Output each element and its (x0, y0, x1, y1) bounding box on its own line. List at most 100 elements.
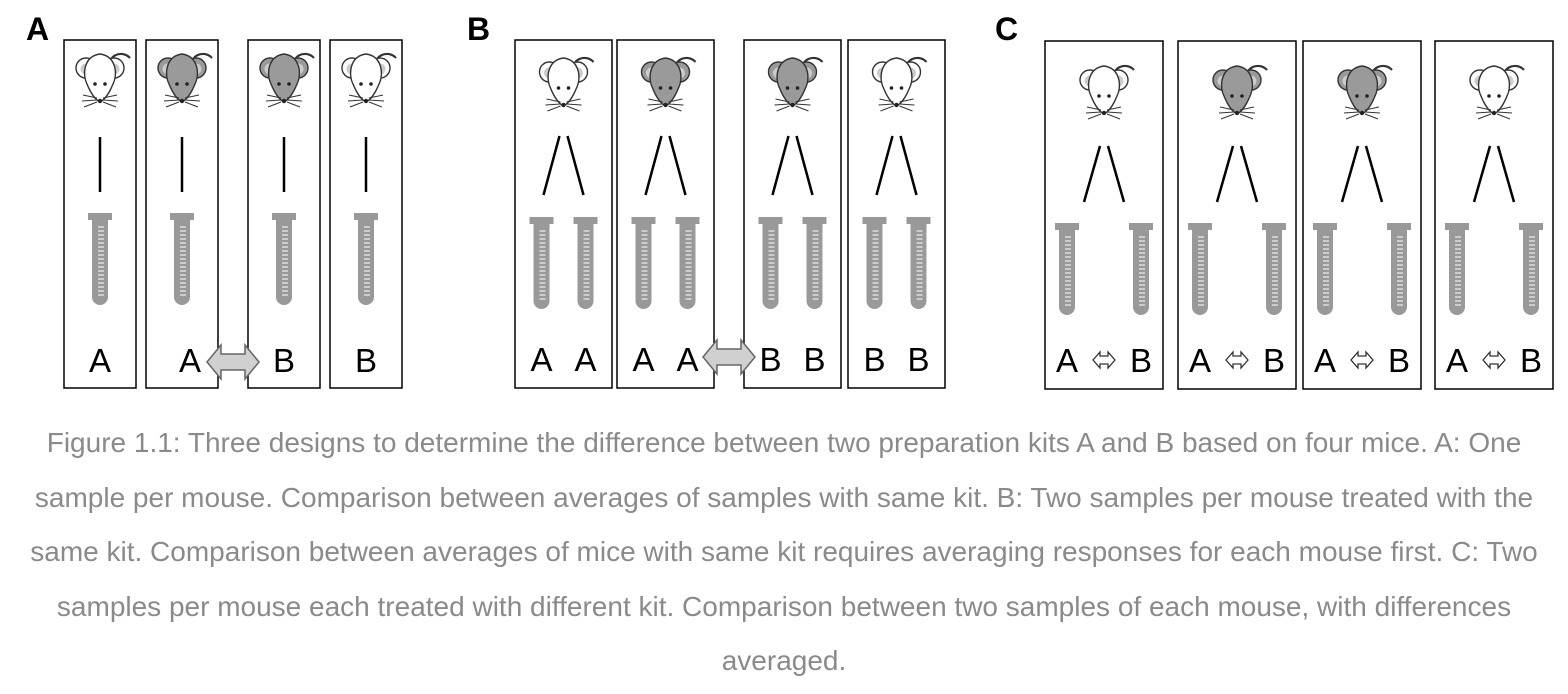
kit-label: A (1056, 342, 1078, 379)
sample-line (1496, 145, 1516, 203)
test-tube-icon (801, 216, 828, 310)
kit-label: A (632, 341, 654, 378)
lane-frame (847, 39, 946, 389)
figure-caption: Figure 1.1: Three designs to determine t… (30, 427, 1538, 676)
mouse-lane: B (247, 39, 321, 389)
kit-label: B (907, 341, 929, 378)
mouse-icon (1336, 64, 1394, 121)
mouse-lane: A (63, 39, 137, 389)
small-double-arrow-icon (1092, 351, 1116, 369)
double-arrow-icon (702, 339, 756, 375)
kit-label: B (1130, 342, 1152, 379)
kit-label: B (803, 341, 825, 378)
panel-label: B (467, 11, 490, 47)
panel-a: A A A B B (26, 11, 403, 389)
sample-line (566, 135, 585, 196)
test-tube-icon (1518, 222, 1544, 316)
test-tube-icon (674, 216, 701, 310)
small-double-arrow-icon (1350, 351, 1374, 369)
lane-frame (1044, 40, 1164, 390)
kit-label: A (1314, 342, 1336, 379)
sample-line (1239, 145, 1259, 203)
kit-label: A (1189, 342, 1211, 379)
sample-line (1472, 145, 1492, 203)
kit-label: B (1263, 342, 1285, 379)
sample-line (899, 135, 918, 196)
test-tube-icon (905, 216, 932, 310)
sample-line (1364, 145, 1384, 203)
test-tube-icon (1187, 222, 1213, 316)
lane-frame (1434, 40, 1554, 390)
test-tube-icon (528, 216, 555, 310)
kit-label: B (273, 342, 295, 379)
kit-label: A (676, 341, 698, 378)
mouse-icon (1078, 64, 1136, 121)
lane-frame (1302, 40, 1422, 390)
test-tube-icon (572, 216, 599, 310)
small-double-arrow-icon (1225, 351, 1249, 369)
sample-line (1340, 145, 1360, 203)
double-arrow-icon (206, 344, 260, 380)
panel-label: A (26, 11, 49, 47)
lane-frame (329, 39, 403, 389)
test-tube-icon (169, 212, 195, 306)
test-tube-icon (757, 216, 784, 310)
sample-line (1082, 145, 1102, 203)
sample-line (1106, 145, 1126, 203)
test-tube-icon (630, 216, 657, 310)
lane-frame (1177, 40, 1297, 390)
mouse-icon (871, 56, 928, 113)
lane-frame (743, 39, 842, 389)
test-tube-icon (1128, 222, 1154, 316)
kit-label: B (863, 341, 885, 378)
kit-label: A (89, 342, 111, 379)
mouse-icon (156, 52, 214, 109)
sample-line (771, 135, 790, 196)
test-tube-icon (1444, 222, 1470, 316)
kit-label: B (1388, 342, 1410, 379)
mouse-icon (640, 56, 697, 113)
kit-label: B (759, 341, 781, 378)
mouse-icon (340, 52, 398, 109)
lane-frame (247, 39, 321, 389)
kit-label: B (355, 342, 377, 379)
mouse-icon (1211, 64, 1269, 121)
sample-line (668, 135, 687, 196)
mouse-lane: B (329, 39, 403, 389)
kit-label: B (1520, 342, 1542, 379)
sample-line (644, 135, 663, 196)
test-tube-icon (271, 212, 297, 306)
sample-line (1215, 145, 1235, 203)
lane-frame (514, 39, 613, 389)
test-tube-icon (861, 216, 888, 310)
kit-label: A (530, 341, 552, 378)
kit-label: A (179, 342, 201, 379)
mouse-lane: A (145, 39, 219, 389)
test-tube-icon (353, 212, 379, 306)
test-tube-icon (87, 212, 113, 306)
mouse-icon (258, 52, 316, 109)
sample-line (795, 135, 814, 196)
sample-line (875, 135, 894, 196)
test-tube-icon (1054, 222, 1080, 316)
kit-label: A (574, 341, 596, 378)
lane-frame (63, 39, 137, 389)
test-tube-icon (1386, 222, 1412, 316)
lane-frame (145, 39, 219, 389)
mouse-icon (538, 56, 595, 113)
mouse-icon (1468, 64, 1526, 121)
small-double-arrow-icon (1482, 351, 1506, 369)
mouse-icon (74, 52, 132, 109)
panel-label: C (995, 11, 1018, 47)
sample-line (542, 135, 561, 196)
